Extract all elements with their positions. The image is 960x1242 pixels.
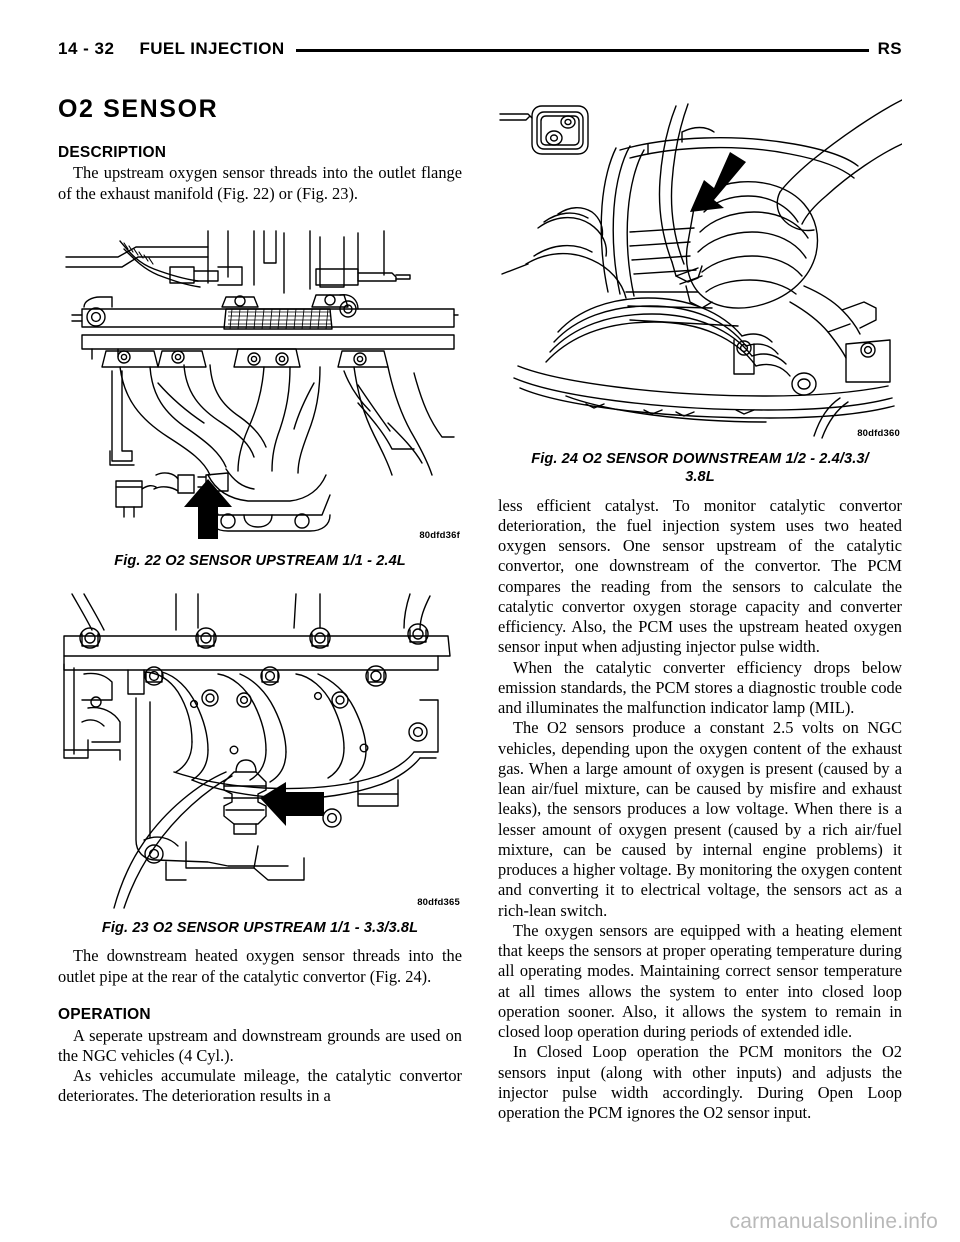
page-title: O2 SENSOR: [58, 95, 219, 123]
figure-23: 80dfd365 Fig. 23 O2 SENSOR UPSTREAM 1/1 …: [58, 589, 462, 938]
right-column: 80dfd360 Fig. 24 O2 SENSOR DOWNSTREAM 1/…: [498, 96, 902, 1123]
figure-23-code: 80dfd365: [417, 896, 460, 908]
spacer: [58, 571, 462, 590]
figure-23-artwork: 80dfd365: [58, 589, 462, 910]
figure-24-artwork: 80dfd360: [498, 96, 902, 441]
paragraph-intro: The upstream oxygen sensor threads into …: [58, 163, 462, 203]
figure-22-code: 80dfd36f: [419, 529, 460, 541]
figure-24-code: 80dfd360: [857, 428, 900, 439]
heading-operation: OPERATION: [58, 1005, 151, 1023]
paragraph-right-1: less efficient catalyst. To monitor cata…: [498, 495, 902, 657]
callout-arrow-down-left: [690, 152, 746, 212]
figure-24-caption-line-1: Fig. 24 O2 SENSOR DOWNSTREAM 1/2 - 2.4/3…: [531, 451, 869, 467]
spacer: [58, 987, 462, 1006]
figure-23-caption: Fig. 23 O2 SENSOR UPSTREAM 1/1 - 3.3/3.8…: [101, 919, 419, 936]
figure-22-caption: Fig. 22 O2 SENSOR UPSTREAM 1/1 - 2.4L: [114, 552, 406, 569]
section-title: FUEL INJECTION: [139, 39, 285, 58]
exhaust-manifold-24l-illustration: [58, 223, 462, 539]
paragraph-right-5: In Closed Loop operation the PCM monitor…: [498, 1042, 902, 1123]
paragraph-operation-2: As vehicles accumulate mileage, the cata…: [58, 1066, 462, 1106]
catalytic-convertor-underbody-illustration: [498, 96, 902, 441]
figure-24-caption: Fig. 24 O2 SENSOR DOWNSTREAM 1/2 - 2.4/3…: [498, 451, 902, 487]
site-watermark: carmanualsonline.info: [729, 1210, 938, 1233]
paragraph-operation-1: A seperate upstream and downstream groun…: [58, 1025, 462, 1065]
page-folio: 14 - 32: [58, 39, 115, 58]
figure-22-artwork: 80dfd36f: [58, 222, 462, 543]
spacer: [58, 204, 462, 223]
inset-detail: [500, 106, 588, 154]
figure-22: 80dfd36f Fig. 22 O2 SENSOR UPSTREAM 1/1 …: [58, 222, 462, 571]
spacer: [498, 487, 902, 496]
page-body: O2 SENSOR DESCRIPTION The upstream oxyge…: [58, 95, 902, 1123]
callout-arrow-up: [184, 478, 232, 539]
page-header: 14 - 32 FUEL INJECTION RS: [58, 36, 902, 62]
paragraph-right-4: The oxygen sensors are equipped with a h…: [498, 920, 902, 1042]
book-code: RS: [877, 39, 902, 58]
callout-arrow-left: [260, 781, 324, 826]
paragraph-right-3: The O2 sensors produce a constant 2.5 vo…: [498, 718, 902, 920]
heading-description: DESCRIPTION: [58, 143, 167, 161]
spacer: [58, 937, 462, 946]
left-column: O2 SENSOR DESCRIPTION The upstream oxyge…: [58, 95, 462, 1107]
header-rule: [295, 48, 869, 52]
paragraph-right-2: When the catalytic converter efficiency …: [498, 657, 902, 718]
figure-24: 80dfd360 Fig. 24 O2 SENSOR DOWNSTREAM 1/…: [498, 96, 902, 487]
exhaust-manifold-v6-illustration: [58, 590, 462, 910]
figure-24-caption-line-2: 3.8L: [685, 468, 715, 485]
paragraph-downstream: The downstream heated oxygen sensor thre…: [58, 946, 462, 986]
